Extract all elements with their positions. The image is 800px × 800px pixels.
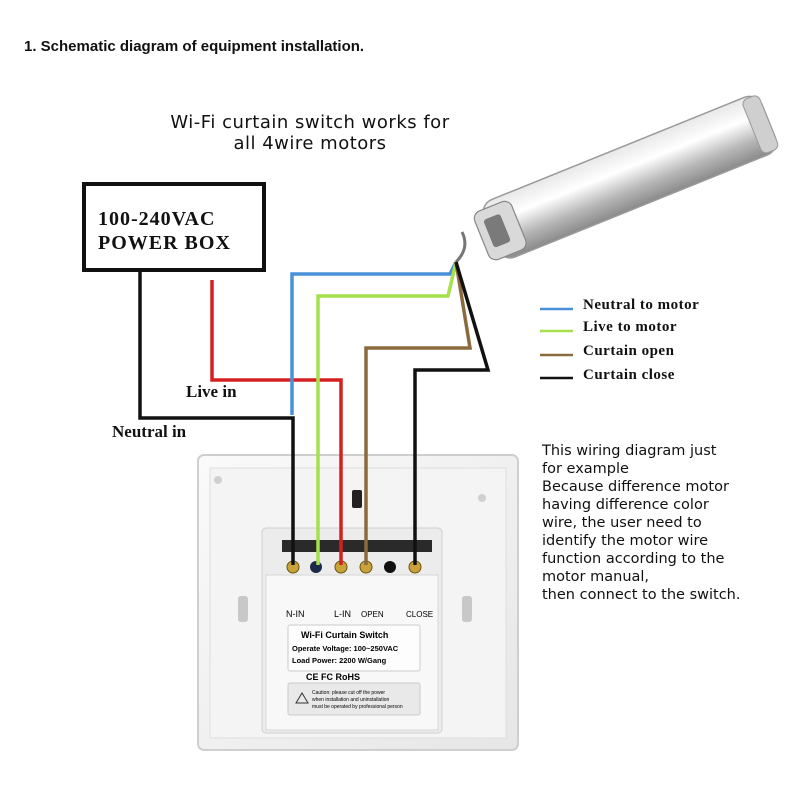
wire-live-to-motor — [316, 261, 458, 565]
note-line: then connect to the switch. — [542, 587, 741, 603]
switch-title: Wi-Fi Curtain Switch — [301, 630, 388, 640]
legend-label-live: Live to motor — [583, 319, 677, 335]
power-box: 100-240VAC POWER BOX — [82, 182, 266, 272]
terminal-close-label: CLOSE — [406, 610, 433, 619]
wifi-curtain-switch — [197, 454, 519, 751]
wire-curtain-open — [364, 261, 473, 565]
wiring-note: This wiring diagram just for example Bec… — [542, 442, 792, 604]
note-line: This wiring diagram just — [542, 443, 717, 459]
caution-line-3: must be operated by professional person — [312, 704, 403, 710]
wire-curtain-close — [413, 261, 491, 565]
curtain-motor — [454, 95, 779, 264]
caution-line-2: when installation and uninstallation — [312, 697, 389, 703]
switch-label-text: N-IN L-IN OPEN CLOSE Wi-Fi Curtain Switc… — [286, 609, 433, 710]
note-line: having difference color — [542, 497, 709, 513]
note-line: for example — [542, 461, 629, 477]
diagram-subtitle: Wi-Fi curtain switch works for all 4wire… — [120, 112, 500, 154]
note-line: function according to the — [542, 551, 725, 567]
legend-label-neutral: Neutral to motor — [583, 297, 700, 313]
caution-line-1: Caution: please cut off the power — [312, 690, 385, 696]
switch-certs: CE FC RoHS — [306, 672, 360, 682]
note-line: identify the motor wire — [542, 533, 709, 549]
switch-voltage: Operate Voltage: 100~250VAC — [292, 644, 399, 653]
note-line: motor manual, — [542, 569, 650, 585]
power-box-line-2: POWER BOX — [98, 232, 231, 254]
section-heading: 1. Schematic diagram of equipment instal… — [24, 38, 365, 55]
legend-label-close: Curtain close — [583, 367, 675, 383]
terminal-n-label: N-IN — [286, 609, 305, 619]
wire-neutral-in — [138, 272, 295, 565]
wires — [138, 261, 491, 565]
note-line: Because difference motor — [542, 479, 729, 495]
power-box-line-1: 100-240VAC — [98, 208, 216, 230]
legend-label-open: Curtain open — [583, 343, 675, 359]
live-in-label: Live in — [186, 382, 237, 401]
terminal-open-label: OPEN — [361, 610, 384, 619]
legend-swatches — [540, 307, 573, 380]
subtitle-line-2: all 4wire motors — [233, 133, 387, 154]
neutral-in-label: Neutral in — [112, 422, 187, 441]
switch-power: Load Power: 2200 W/Gang — [292, 656, 387, 665]
subtitle-line-1: Wi-Fi curtain switch works for — [170, 112, 450, 133]
terminal-l-label: L-IN — [334, 609, 351, 619]
wire-live-in — [210, 280, 343, 565]
note-line: wire, the user need to — [542, 515, 702, 531]
